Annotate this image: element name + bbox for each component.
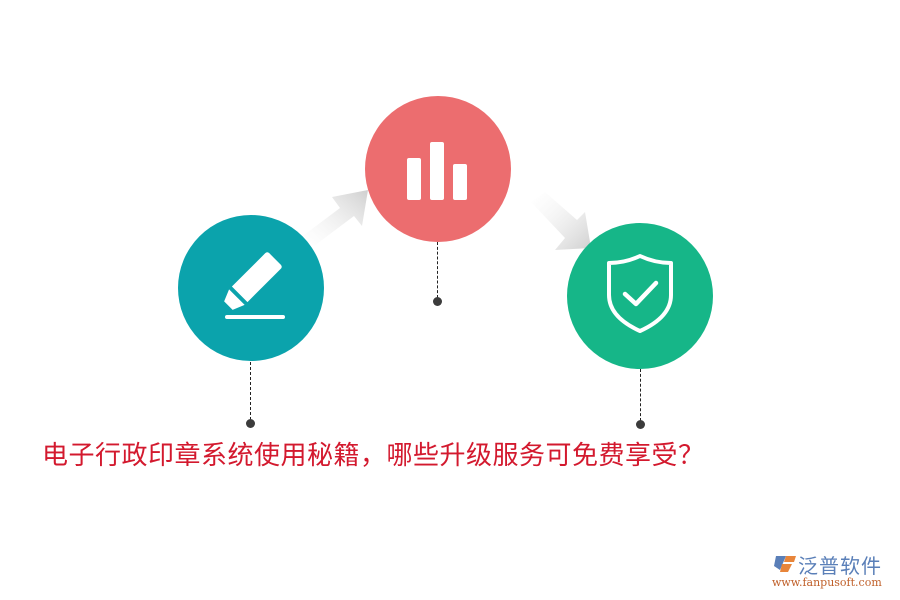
connector-dot-1 — [246, 419, 255, 428]
bar-chart-icon — [407, 142, 467, 200]
step-3-circle — [567, 223, 713, 369]
logo-mark-icon — [774, 556, 796, 572]
pencil-edit-icon — [224, 252, 285, 319]
diagram-title: 电子行政印章系统使用秘籍，哪些升级服务可免费享受？ — [42, 441, 705, 471]
connector-line-2 — [437, 242, 438, 298]
arrow-down-right-icon — [531, 192, 591, 250]
arrow-up-right-icon — [300, 190, 368, 246]
brand-logo[interactable]: 泛普软件 www.fanpusoft.com — [770, 550, 895, 595]
logo-name: 泛普软件 — [798, 554, 882, 578]
connector-line-3 — [640, 369, 641, 421]
logo-url: www.fanpusoft.com — [772, 576, 882, 589]
connector-dot-2 — [433, 297, 442, 306]
step-2-circle — [365, 96, 511, 242]
step-1-circle — [178, 215, 324, 361]
shield-check-icon — [607, 254, 673, 333]
connector-dot-3 — [636, 420, 645, 429]
connector-line-1 — [250, 362, 251, 420]
